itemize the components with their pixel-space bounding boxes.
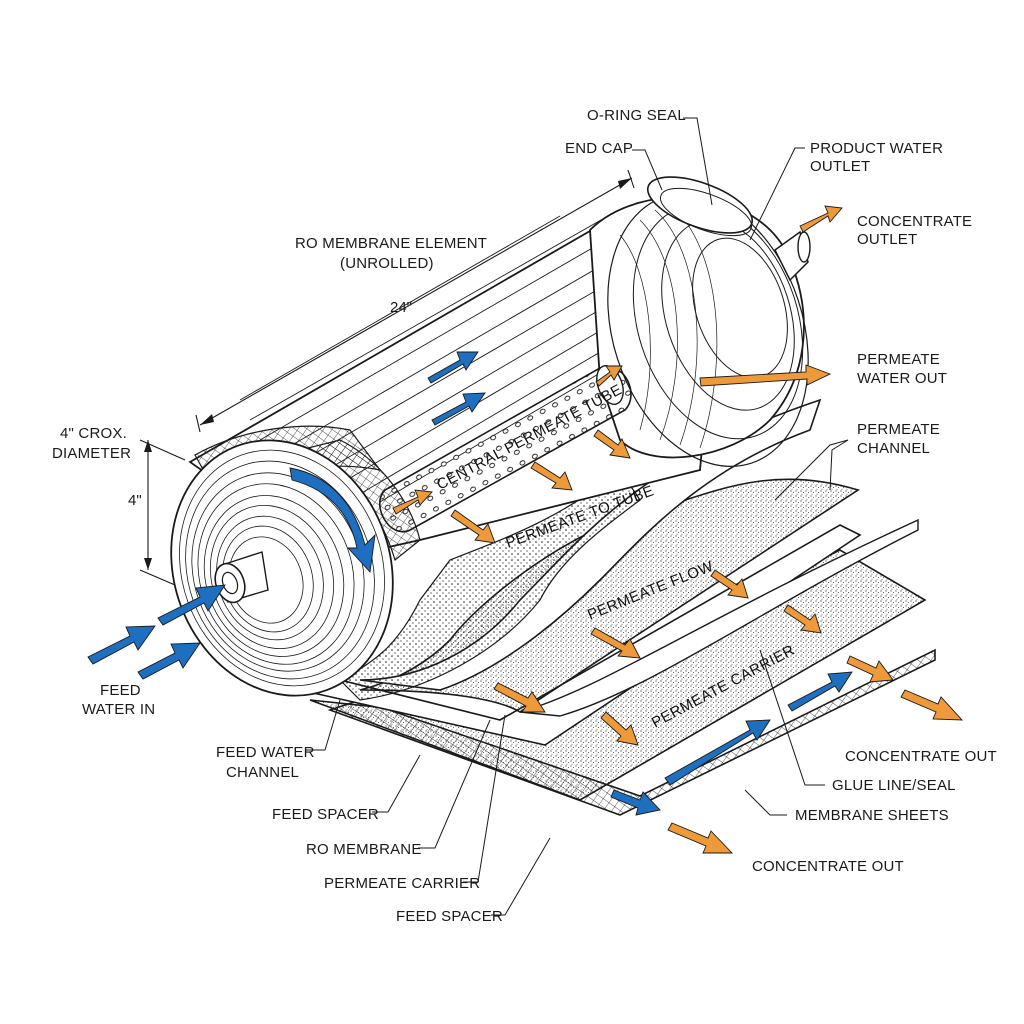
feed-arrow-icon (427, 351, 479, 384)
diameter-dimension-label: 4" (128, 492, 142, 509)
leader-lines (305, 117, 849, 916)
glue-line-seal-label: GLUE LINE/SEAL (832, 777, 956, 794)
diameter-label-line2: DIAMETER (52, 445, 131, 462)
product-water-outlet-nozzle (774, 230, 811, 282)
feed-spacer-label-2: FEED SPACER (396, 908, 503, 925)
concentrate-outlet-label-line2: OUTLET (857, 231, 917, 248)
diameter-dimension (139, 439, 186, 586)
feed-arrow-icon (289, 467, 376, 574)
permeate-arrow-icon (783, 604, 822, 634)
product-water-outlet-label-line2: OUTLET (810, 158, 870, 175)
permeate-arrow-icon (699, 364, 832, 387)
permeate-arrow-icon (667, 822, 734, 854)
permeate-arrow-icon (799, 205, 843, 233)
permeate-arrow-icon (900, 689, 964, 721)
feed-water-channel-label-line2: CHANNEL (226, 764, 299, 781)
concentrate-out-label-1: CONCENTRATE OUT (845, 748, 997, 765)
permeate-channel-label-line1: PERMEATE (857, 421, 940, 438)
permeate-arrow-icon (590, 627, 641, 659)
permeate-arrow-icon (710, 569, 749, 599)
feed-spacer-label-1: FEED SPACER (272, 806, 379, 823)
permeate-water-out-label-line2: WATER OUT (857, 370, 947, 387)
diameter-label-line1: 4" CROX. (60, 425, 127, 442)
length-dimension (195, 169, 635, 433)
feed-water-in-label-line1: FEED (100, 682, 141, 699)
length-dimension-label: 24" (390, 299, 412, 316)
permeate-arrow-icon (846, 655, 894, 683)
o-ring-seal (646, 176, 754, 237)
permeate-water-out-label-line1: PERMEATE (857, 351, 940, 368)
permeate-channel-sheet-right (519, 518, 919, 717)
feed-arrow-icon (787, 671, 853, 712)
permeate-carrier-label: PERMEATE CARRIER (324, 875, 480, 892)
permeate-arrow-icon (530, 461, 573, 491)
permeate-channel-label-line2: CHANNEL (857, 440, 930, 457)
ro-membrane-element-label-line1: RO MEMBRANE ELEMENT (295, 235, 487, 252)
permeate-arrow-icon (595, 365, 623, 387)
concentrate-out-label-2: CONCENTRATE OUT (752, 858, 904, 875)
feed-spacer-dotted-region (338, 469, 641, 701)
feed-water-in-label-line2: WATER IN (82, 701, 155, 718)
ro-membrane-element-label-line2: (UNROLLED) (340, 255, 434, 272)
feed-arrow-icon (664, 719, 771, 786)
roll-laminations (239, 211, 637, 503)
permeate-arrow-icon (493, 682, 546, 713)
feed-arrow-icon (157, 584, 226, 626)
permeate-arrows (392, 205, 964, 854)
feed-arrows (87, 351, 853, 816)
feed-water-channel-label-line1: FEED WATER (216, 744, 315, 761)
concentrate-outlet-label-line1: CONCENTRATE (857, 213, 972, 230)
feed-arrow-icon (137, 642, 201, 680)
permeate-arrow-icon (600, 711, 639, 746)
o-ring-seal-label: O-RING SEAL (587, 107, 686, 124)
permeate-arrow-icon (593, 429, 631, 459)
permeate-arrow-icon (392, 489, 433, 515)
end-cap-label: END CAP (565, 140, 633, 157)
ro-membrane-label: RO MEMBRANE (306, 841, 422, 858)
membrane-sheets-label: MEMBRANE SHEETS (795, 807, 949, 824)
product-water-outlet-label-line1: PRODUCT WATER (810, 140, 943, 157)
feed-arrow-icon (610, 789, 661, 816)
permeate-arrow-icon (450, 509, 496, 544)
feed-arrow-icon (431, 392, 486, 426)
feed-arrow-icon (87, 625, 156, 665)
